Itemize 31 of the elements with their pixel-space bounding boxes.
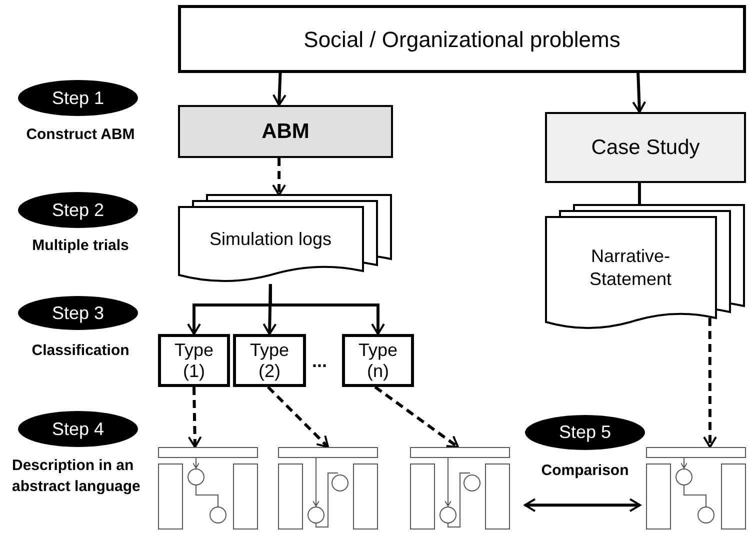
arrow <box>266 386 330 448</box>
arrow <box>272 72 286 106</box>
arrow <box>268 284 385 335</box>
document-label: Narrative-Statement <box>588 245 673 290</box>
node-label: Step 1 <box>52 86 104 110</box>
type-box: Type (2) <box>233 334 306 387</box>
type-box: Type (1) <box>158 334 230 387</box>
arrow <box>272 158 286 196</box>
problem-box <box>178 5 746 73</box>
arrow <box>632 72 646 113</box>
step-caption: Description in an abstract language <box>12 456 142 497</box>
ellipsis-label: ... <box>312 350 328 373</box>
node-label: Step 3 <box>52 302 104 325</box>
arrow <box>188 386 202 448</box>
node-label: ABM <box>262 118 310 145</box>
step-caption: Multiple trials <box>31 236 130 256</box>
type-box: Type (n) <box>342 334 414 387</box>
step-caption: Classification <box>30 341 130 361</box>
arrow <box>702 318 717 448</box>
node-label: Step 4 <box>52 418 104 441</box>
node-label: Case Study <box>591 134 700 161</box>
process-box <box>178 105 393 158</box>
step-caption: Comparison <box>540 461 630 481</box>
process-box <box>545 112 746 183</box>
node-label: Step 5 <box>558 421 612 444</box>
arrow <box>524 498 641 512</box>
arrow <box>374 386 459 448</box>
document-label: Simulation logs <box>209 228 332 250</box>
step-caption: Construct ABM <box>25 125 136 145</box>
node-label: Step 2 <box>52 198 104 222</box>
node-label: Social / Organizational problems <box>304 26 620 54</box>
